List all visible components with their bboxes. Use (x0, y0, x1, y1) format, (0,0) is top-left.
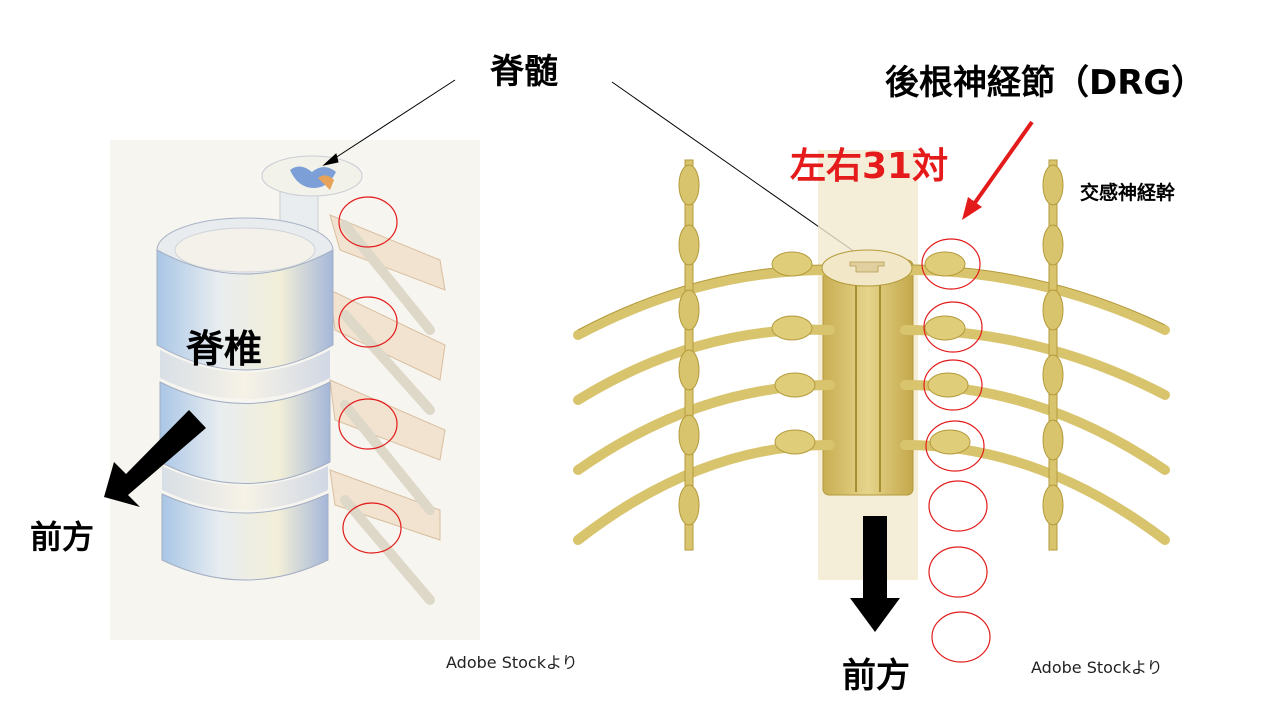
drg-label: 後根神経節（DRG） (885, 63, 1206, 103)
front-arrow-right (850, 516, 900, 632)
vertebral-bodies (156, 217, 334, 581)
sympathetic-trunk-label: 交感神経幹 (1080, 182, 1176, 204)
credit-left: Adobe Stockより (446, 653, 578, 672)
nerve-roots-left (340, 220, 435, 605)
nerve-diagram (573, 150, 1170, 663)
vertebra-label: 脊椎 (186, 327, 263, 371)
drg-highlights-left (338, 196, 402, 554)
credit-right: Adobe Stockより (1031, 658, 1163, 677)
front-arrow-left (104, 410, 206, 507)
vertebral-column (110, 140, 480, 640)
spinal-cord-label: 脊髄 (490, 52, 558, 92)
drg-red-arrow (962, 120, 1034, 220)
front-label-right: 前方 (842, 656, 910, 696)
drg-highlights-right (921, 238, 991, 663)
drg-ganglia (771, 251, 971, 455)
front-label-left: 前方 (30, 518, 95, 556)
pairs-label: 左右31対 (790, 146, 949, 187)
sympathetic-trunks (678, 159, 1064, 551)
